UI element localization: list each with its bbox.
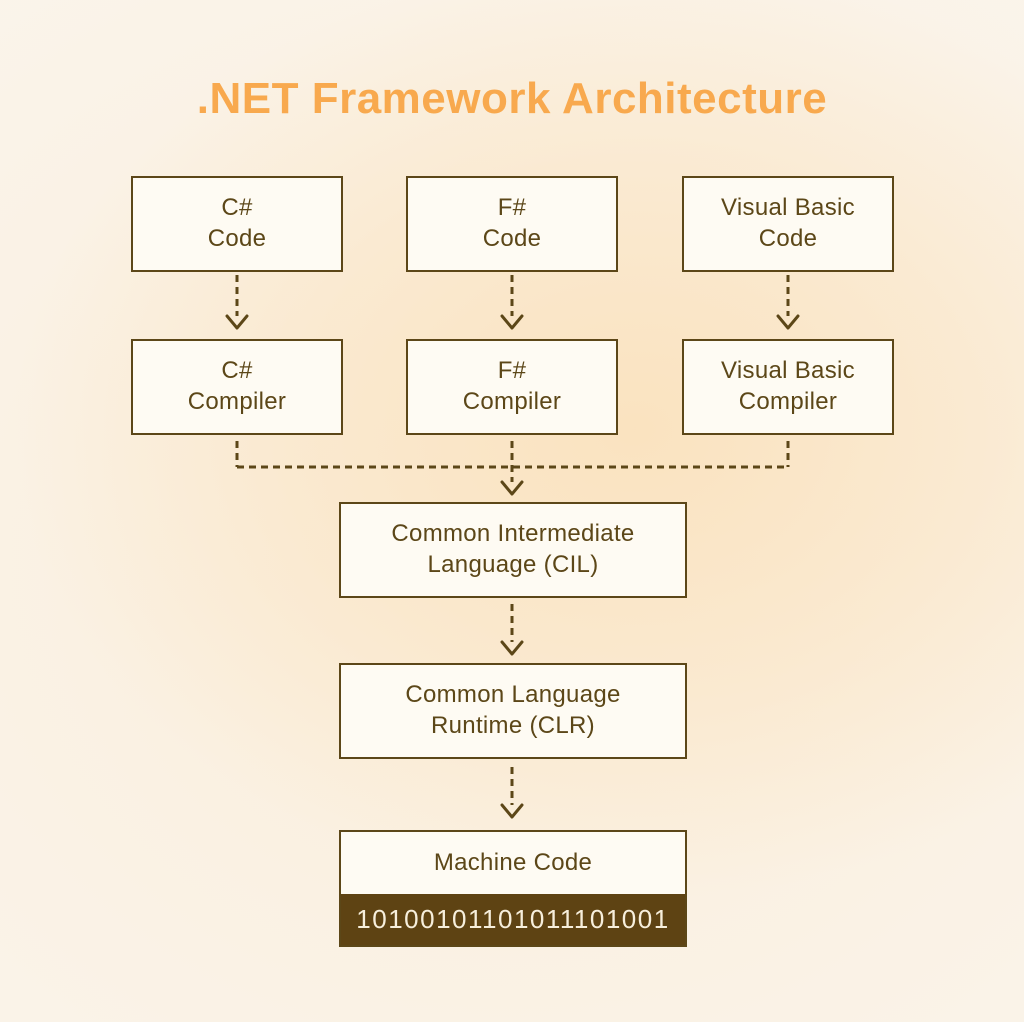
node-label-line: Code (758, 225, 818, 252)
node-label-line: Compiler (462, 388, 562, 415)
node-label-line: F# (497, 194, 527, 222)
page-title: .NET Framework Architecture (196, 74, 828, 123)
node-csharp-code: C# Code (131, 176, 343, 272)
merge-connector-compilers-to-cil (235, 441, 790, 496)
node-label-line: C# (221, 357, 253, 385)
node-label-line: Code (482, 225, 542, 252)
node-cil: Common Intermediate Language (CIL) (339, 502, 687, 598)
node-label-line: Compiler (738, 388, 838, 415)
machine-code-label: Machine Code (433, 848, 593, 876)
node-machine-code: Machine Code 10100101101011101001 (339, 830, 687, 947)
node-vb-compiler: Visual Basic Compiler (682, 339, 894, 435)
node-label-line: C# (221, 194, 253, 222)
node-label-line: Code (207, 225, 267, 252)
node-clr: Common Language Runtime (CLR) (339, 663, 687, 759)
node-label-line: Common Language (405, 681, 621, 709)
arrow-vb-code-to-compiler (776, 275, 800, 330)
node-label-line: Visual Basic (721, 357, 855, 385)
arrow-clr-to-machine-code (500, 767, 524, 819)
node-label-line: Visual Basic (721, 194, 855, 222)
binary-output-bar: 10100101101011101001 (341, 894, 685, 945)
node-label-line: Runtime (CLR) (431, 712, 595, 739)
node-label-line: Common Intermediate (391, 520, 635, 548)
node-label-line: Compiler (187, 388, 287, 415)
node-label-line: F# (497, 357, 527, 385)
arrow-cil-to-clr (500, 604, 524, 656)
node-csharp-compiler: C# Compiler (131, 339, 343, 435)
arrow-fsharp-code-to-compiler (500, 275, 524, 330)
node-label-line: Language (CIL) (427, 551, 599, 578)
node-vb-code: Visual Basic Code (682, 176, 894, 272)
node-fsharp-compiler: F# Compiler (406, 339, 618, 435)
arrow-csharp-code-to-compiler (225, 275, 249, 330)
node-fsharp-code: F# Code (406, 176, 618, 272)
